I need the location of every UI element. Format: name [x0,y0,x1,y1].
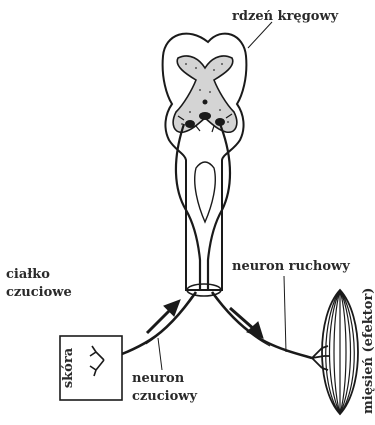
motor-end-plate [312,346,330,370]
receptor-label-line1: ciałko [6,266,50,284]
spinal-cord-label: rdzeń kręgowy [232,8,338,26]
sensory-neuron-label-line2: czuciowy [132,388,197,406]
receptor-label-line2: czuciowe [6,284,72,302]
muscle-label: mięsień (efektor) [361,288,375,414]
motor-neuron-leader [284,276,286,352]
sensory-neuron-label-line1: neuron [132,370,184,388]
sensory-neuron-leader [158,338,162,370]
motor-neuron-label: neuron ruchowy [232,258,350,276]
central-canal [203,100,208,105]
muscle-effector [322,290,358,414]
motor-direction-arrow [230,308,263,338]
skin-label: skóra [61,347,77,389]
motor-neuron-axon [212,292,312,358]
